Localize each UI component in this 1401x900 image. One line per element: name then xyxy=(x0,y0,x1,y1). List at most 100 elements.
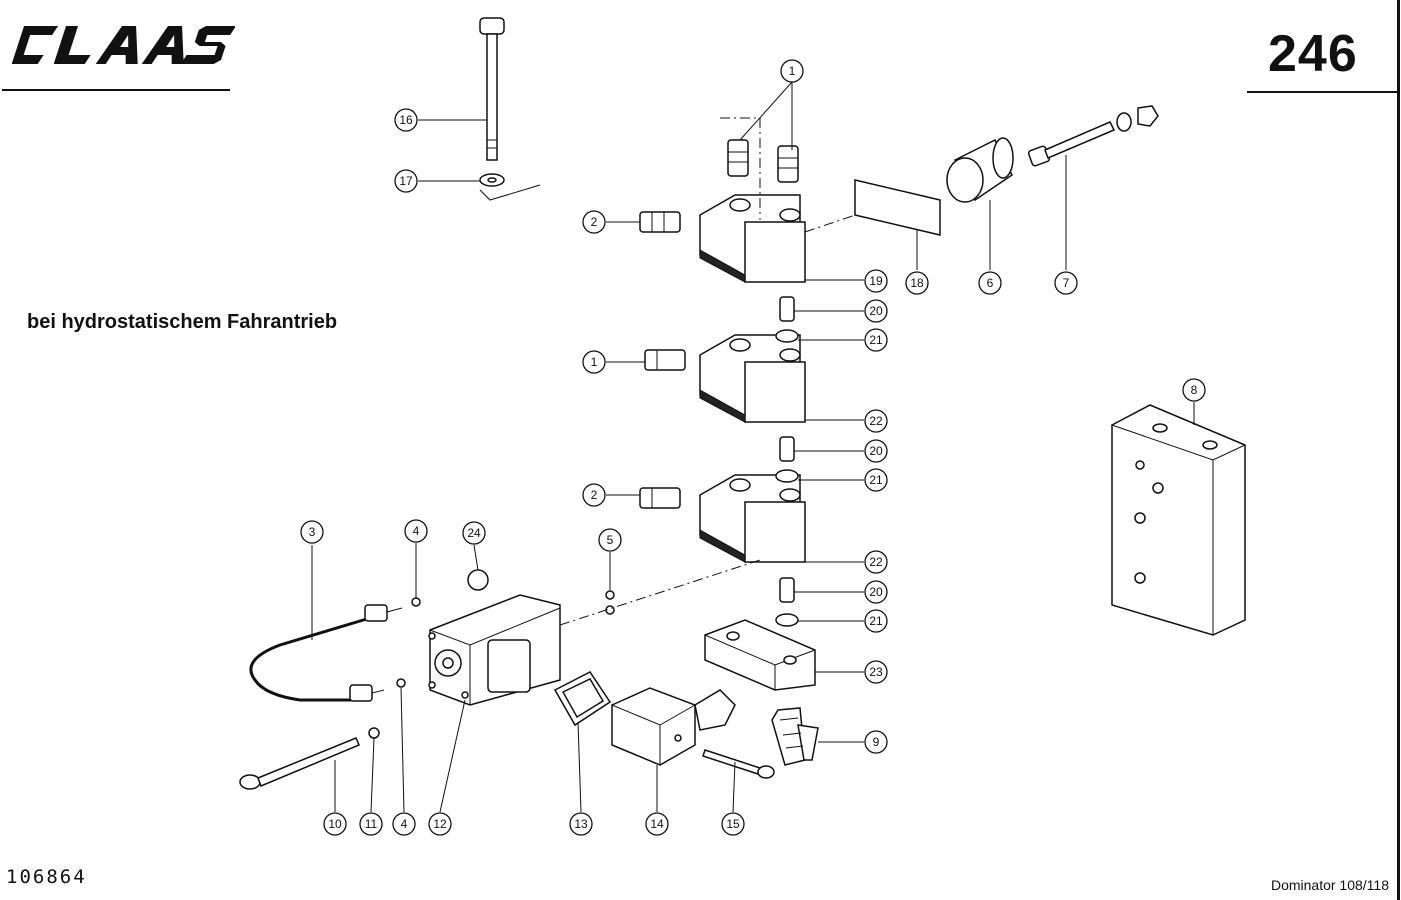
callout-21-a: 21 xyxy=(864,328,888,352)
valve-block-part-19 xyxy=(699,194,806,283)
callout-5: 5 xyxy=(598,528,622,552)
callout-11: 11 xyxy=(359,812,383,836)
callout-label: 9 xyxy=(873,735,880,749)
callout-3: 3 xyxy=(300,520,324,544)
callout-13: 13 xyxy=(569,812,593,836)
callout-label: 2 xyxy=(591,215,598,229)
callout-label: 18 xyxy=(910,276,924,290)
callout-4-low: 4 xyxy=(392,812,416,836)
callout-17: 17 xyxy=(394,169,418,193)
o-ring-part-4 xyxy=(411,597,421,607)
washer-part-17 xyxy=(479,173,505,187)
callout-label: 22 xyxy=(869,414,883,428)
callout-15: 15 xyxy=(721,812,745,836)
callout-1-mid: 1 xyxy=(582,350,606,374)
coil-part-14 xyxy=(611,687,736,766)
fitting-part-1a xyxy=(727,139,749,177)
callout-20-a: 20 xyxy=(864,299,888,323)
o-ring-part-24 xyxy=(467,569,489,591)
callout-label: 22 xyxy=(869,555,883,569)
callout-18: 18 xyxy=(905,271,929,295)
callout-label: 14 xyxy=(650,817,664,831)
model-label: Dominator 108/118 xyxy=(1270,877,1389,893)
callout-label: 15 xyxy=(726,817,740,831)
fitting-part-1-mid xyxy=(644,349,686,371)
screw-part-15 xyxy=(702,749,775,779)
callout-label: 19 xyxy=(869,274,883,288)
washer-nut xyxy=(1116,105,1159,132)
callout-label: 10 xyxy=(328,817,342,831)
callout-label: 20 xyxy=(869,304,883,318)
plate-part-18 xyxy=(854,179,941,236)
assembly-line xyxy=(479,184,541,201)
callout-20-b: 20 xyxy=(864,439,888,463)
callout-22-b: 22 xyxy=(864,550,888,574)
sleeve-part-20 xyxy=(779,296,795,603)
callout-label: 4 xyxy=(413,524,420,538)
callout-label: 16 xyxy=(399,113,413,127)
header-rule-left xyxy=(2,89,230,91)
bolt-part-10 xyxy=(239,737,360,790)
claas-logo xyxy=(11,26,235,64)
callout-20-c: 20 xyxy=(864,580,888,604)
callout-2-top: 2 xyxy=(582,210,606,234)
callout-label: 13 xyxy=(574,817,588,831)
callout-label: 3 xyxy=(309,525,316,539)
callout-23: 23 xyxy=(864,660,888,684)
washer-part-11 xyxy=(368,727,380,739)
header-rule-right xyxy=(1247,91,1397,93)
assembly-line xyxy=(559,559,761,626)
callout-24: 24 xyxy=(462,521,486,545)
callout-16: 16 xyxy=(394,108,418,132)
leader-lines xyxy=(311,81,1195,813)
callout-21-b: 21 xyxy=(864,468,888,492)
callout-label: 8 xyxy=(1191,383,1198,397)
callout-21-c: 21 xyxy=(864,609,888,633)
fitting-part-2-top xyxy=(639,211,681,233)
callout-7: 7 xyxy=(1054,271,1078,295)
callout-label: 23 xyxy=(869,665,883,679)
bolt-part-16 xyxy=(479,17,505,161)
callout-2-low: 2 xyxy=(582,483,606,507)
callout-label: 11 xyxy=(365,817,378,831)
callout-label: 2 xyxy=(591,488,598,502)
callout-8: 8 xyxy=(1182,378,1206,402)
pipe-part-3 xyxy=(249,604,403,702)
callout-14: 14 xyxy=(645,812,669,836)
drawing-number: 106864 xyxy=(6,866,87,888)
plug-part-9 xyxy=(771,707,819,766)
callout-label: 1 xyxy=(591,355,598,369)
bolt-part-7 xyxy=(1027,121,1116,167)
fitting-part-2-low xyxy=(639,487,681,509)
callout-label: 21 xyxy=(869,333,883,347)
valve-block-part-22-upper xyxy=(699,334,806,423)
callout-label: 20 xyxy=(869,444,883,458)
callout-label: 4 xyxy=(401,817,408,831)
callout-label: 17 xyxy=(399,174,413,188)
callout-12: 12 xyxy=(428,812,452,836)
callout-label: 20 xyxy=(869,585,883,599)
callout-label: 6 xyxy=(987,276,994,290)
solenoid-valve-part-12 xyxy=(428,594,561,706)
assembly-line xyxy=(804,209,871,233)
manifold-part-8 xyxy=(1111,404,1246,636)
page-border xyxy=(1397,0,1400,900)
callout-label: 1 xyxy=(789,64,796,78)
gasket-part-13 xyxy=(553,671,612,727)
diagram-caption: bei hydrostatischem Fahrantrieb xyxy=(27,311,338,333)
callout-10: 10 xyxy=(323,812,347,836)
o-ring-part-21 xyxy=(775,329,799,627)
callout-label: 21 xyxy=(869,614,883,628)
callout-22-a: 22 xyxy=(864,409,888,433)
callout-19: 19 xyxy=(864,269,888,293)
callout-label: 5 xyxy=(607,533,614,547)
callout-label: 7 xyxy=(1063,276,1070,290)
callout-4-top: 4 xyxy=(404,519,428,543)
fitting-part-1b xyxy=(777,145,799,183)
valve-block-part-22-lower xyxy=(699,474,806,563)
callout-label: 24 xyxy=(467,526,481,540)
callout-9: 9 xyxy=(864,730,888,754)
o-ring-part-5 xyxy=(605,590,615,600)
